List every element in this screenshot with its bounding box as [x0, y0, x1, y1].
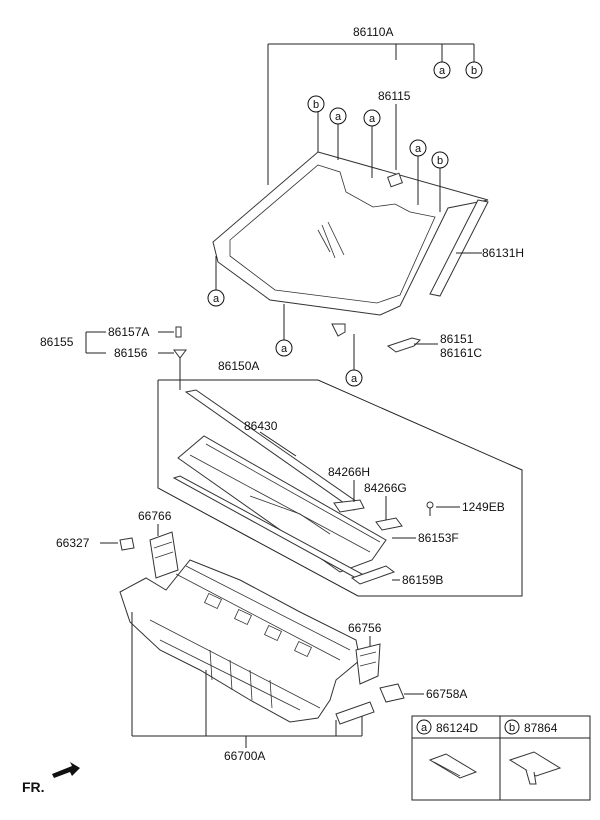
label-84266G: 84266G	[364, 481, 407, 495]
svg-text:a: a	[335, 111, 342, 123]
svg-text:a: a	[421, 722, 428, 734]
svg-text:a: a	[369, 113, 376, 125]
svg-text:a: a	[281, 343, 288, 355]
callout-b-86110A: b	[465, 61, 483, 79]
label-86430: 86430	[244, 419, 278, 433]
cowl-group-frame	[157, 379, 523, 597]
dash-panel-66700A	[119, 559, 361, 723]
callout-a-bottom-1: a	[275, 304, 293, 357]
legend-part-a: 86124D	[436, 721, 478, 735]
callout-a-top-1: a	[329, 107, 347, 160]
label-66756: 66756	[348, 621, 382, 635]
pin-86157A	[175, 326, 182, 338]
label-86153F: 86153F	[418, 531, 459, 545]
label-86161C: 86161C	[440, 346, 482, 360]
front-label: FR.	[22, 779, 45, 795]
label-66766: 66766	[138, 509, 172, 523]
label-66758A: 66758A	[426, 687, 467, 701]
callout-a-86110A-1: a	[433, 61, 451, 79]
clip-86156	[173, 349, 187, 390]
svg-text:a: a	[213, 293, 220, 305]
front-direction-indicator: FR.	[22, 762, 80, 795]
clip-66327	[100, 537, 135, 551]
svg-text:b: b	[471, 65, 477, 77]
callout-b-right: b	[431, 151, 449, 212]
label-86157A: 86157A	[108, 325, 149, 339]
bolt-1249EB	[426, 501, 460, 516]
svg-text:a: a	[439, 65, 446, 77]
bracket-lower-right	[335, 701, 375, 725]
front-arrow-icon	[52, 762, 80, 778]
svg-text:b: b	[313, 99, 319, 111]
windshield-leader-bracket	[267, 43, 475, 185]
legend-callout-b: b	[504, 719, 520, 735]
callout-a-left-bottom: a	[207, 256, 225, 307]
bracket-66756	[355, 636, 381, 685]
bracket-84266H	[333, 480, 365, 513]
label-86115: 86115	[378, 89, 411, 103]
svg-text:b: b	[509, 722, 515, 734]
legend-callout-a: a	[416, 719, 432, 735]
leader-66700A	[131, 612, 363, 748]
label-86151: 86151	[440, 332, 474, 346]
callout-a-bottom-2: a	[345, 334, 363, 387]
moulding-86131H	[429, 199, 489, 297]
label-66700A: 66700A	[224, 749, 265, 763]
callout-b-top-left: b	[307, 95, 325, 152]
legend-part-b: 87864	[524, 721, 558, 735]
bracket-66766	[149, 524, 179, 579]
bracket-86151	[386, 337, 438, 353]
label-86156: 86156	[114, 346, 148, 360]
legend-part-a-image	[428, 753, 478, 779]
label-86155: 86155	[40, 335, 74, 349]
legend-part-b-image	[508, 751, 562, 785]
bracket-84266G	[375, 496, 403, 531]
label-1249EB: 1249EB	[462, 500, 505, 514]
label-86159B: 86159B	[402, 573, 443, 587]
svg-text:a: a	[351, 373, 358, 385]
label-86131H: 86131H	[482, 246, 524, 260]
label-86150A: 86150A	[218, 359, 259, 373]
windshield-glass	[212, 151, 489, 337]
bracket-66758A	[379, 683, 424, 703]
leader-86155	[85, 331, 174, 354]
callout-a-top-2: a	[363, 109, 381, 178]
svg-text:b: b	[437, 155, 443, 167]
label-66327: 66327	[56, 536, 90, 550]
seal-86159B	[350, 565, 400, 585]
label-84266H: 84266H	[328, 465, 370, 479]
svg-text:a: a	[415, 143, 422, 155]
callout-a-right: a	[409, 139, 427, 205]
label-86110A: 86110A	[353, 25, 393, 39]
